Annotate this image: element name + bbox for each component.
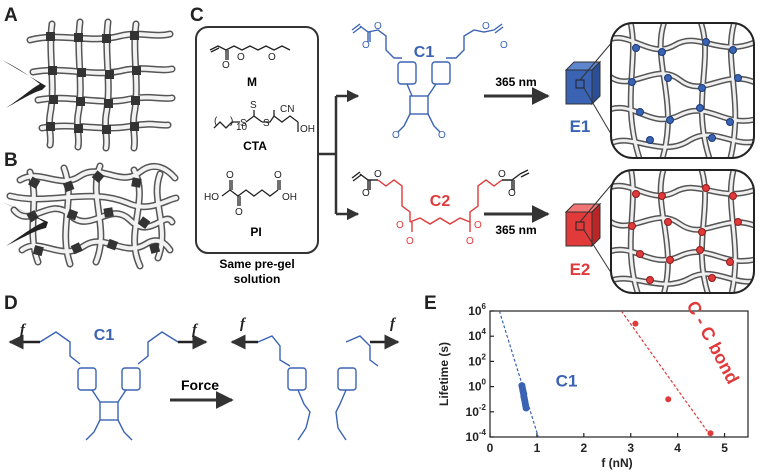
panel-d-c1-intact bbox=[39, 331, 179, 441]
x-tick-label: 1 bbox=[534, 441, 541, 455]
pi-o3: O bbox=[274, 170, 282, 181]
crosslinker-c2-label: C2 bbox=[430, 193, 451, 210]
y-tick-label: 100 bbox=[468, 378, 486, 394]
network-zoom-e2 bbox=[610, 169, 755, 294]
pi-o1: O bbox=[226, 170, 234, 181]
c2-o-left2: O bbox=[374, 169, 382, 180]
pi-o2: O bbox=[235, 207, 243, 218]
y-tick-label: 106 bbox=[468, 302, 486, 318]
series-fit-line bbox=[498, 310, 539, 438]
series-data-point bbox=[522, 404, 530, 412]
pre-gel-caption-line1: Same pre-gel bbox=[219, 257, 294, 271]
elastomer-e2-cube bbox=[564, 171, 623, 291]
pi-oh-label: OH bbox=[282, 192, 297, 203]
chart-plot-frame bbox=[489, 310, 749, 438]
cta-cn-label: CN bbox=[280, 104, 294, 115]
panel-d-products bbox=[257, 335, 379, 441]
panel-b-tangled-network bbox=[2, 162, 180, 270]
y-tick-label: 102 bbox=[468, 352, 486, 368]
cta-chain-s: S bbox=[240, 118, 247, 129]
c2-o-left: O bbox=[362, 188, 370, 199]
molecule-cta-structure bbox=[213, 110, 299, 132]
panel-a-regular-network bbox=[2, 18, 176, 152]
reagent-cta-label: CTA bbox=[243, 139, 267, 153]
c1-o-left: O bbox=[362, 40, 370, 51]
force-symbol-left-2: f bbox=[240, 316, 247, 332]
y-tick-label: 10-4 bbox=[466, 428, 487, 444]
cta-thione-s: S bbox=[250, 100, 257, 111]
x-tick-label: 5 bbox=[721, 441, 728, 455]
molecule-c1-structure bbox=[351, 23, 504, 133]
cta-subscript: 10 bbox=[236, 122, 248, 133]
series-fit-line bbox=[620, 310, 712, 438]
y-tick-label: 10-2 bbox=[466, 403, 487, 419]
x-tick-label: 2 bbox=[580, 441, 587, 455]
force-arrow-label: Force bbox=[181, 377, 219, 393]
lifetime-vs-force-chart: Lifetime (s) f (nN) 0 1 2 3 4 5 10-4 10-2 100 102… bbox=[437, 297, 749, 470]
pre-gel-solution-box bbox=[195, 26, 319, 254]
force-symbol-right-2: f bbox=[390, 316, 397, 332]
force-symbol-right: f bbox=[192, 322, 199, 338]
atom-label-o1: O bbox=[222, 60, 230, 71]
elastomer-e2-label: E2 bbox=[570, 260, 591, 279]
uv-label-top: 365 nm bbox=[495, 75, 536, 89]
crosslinker-c1-label: C1 bbox=[414, 44, 435, 61]
reagent-pi-label: PI bbox=[250, 225, 261, 239]
c2-o-right2: O bbox=[508, 188, 516, 199]
cta-bracket-open: ( bbox=[214, 116, 218, 127]
molecule-pi-structure bbox=[221, 180, 281, 206]
y-tick-label: 104 bbox=[468, 327, 486, 343]
elastomer-e1-label: E1 bbox=[570, 117, 591, 136]
panel-label-b: B bbox=[4, 150, 18, 171]
series-data-point bbox=[707, 430, 714, 437]
pi-ho-label: HO bbox=[204, 192, 219, 203]
cta-oh-label: OH bbox=[300, 124, 315, 135]
x-tick-label: 4 bbox=[674, 441, 681, 455]
branch-arrows bbox=[318, 89, 360, 221]
panel-label-e: E bbox=[424, 293, 437, 314]
network-zoom-e1 bbox=[610, 22, 755, 159]
panel-label-a: A bbox=[4, 5, 18, 26]
c2-o-chain4: O bbox=[474, 220, 482, 231]
c2-o-right: O bbox=[498, 169, 506, 180]
series-data-point bbox=[632, 320, 639, 327]
uv-label-bottom: 365 nm bbox=[495, 223, 536, 237]
cta-bracket-close: ) bbox=[230, 116, 233, 127]
chart-y-axis-label: Lifetime (s) bbox=[437, 342, 451, 406]
c1-o-right: O bbox=[482, 21, 490, 32]
reagent-m-label: M bbox=[247, 75, 257, 89]
pre-gel-caption-line2: solution bbox=[234, 272, 281, 286]
c2-o-chain3: O bbox=[466, 236, 474, 247]
series-label-c1: C1 bbox=[556, 372, 578, 391]
elastomer-e1-cube bbox=[564, 27, 625, 157]
c1-o-bottom-right: O bbox=[438, 130, 446, 141]
panel-label-c: C bbox=[190, 5, 204, 26]
molecule-c2-structure bbox=[351, 169, 530, 232]
atom-label-o2: O bbox=[237, 52, 245, 63]
force-symbol-left: f bbox=[20, 322, 27, 338]
molecule-m-structure bbox=[209, 45, 291, 60]
x-tick-label: 3 bbox=[627, 441, 634, 455]
cta-bridge-s: S bbox=[263, 118, 270, 129]
c2-o-chain2: O bbox=[406, 236, 414, 247]
c1-o-bottom-left: O bbox=[392, 130, 400, 141]
c2-o-chain1: O bbox=[396, 220, 404, 231]
x-tick-label: 0 bbox=[487, 441, 494, 455]
series-data-point bbox=[665, 396, 672, 403]
panel-label-d: D bbox=[4, 293, 18, 314]
chart-x-axis-label: f (nN) bbox=[601, 456, 632, 470]
c1-o-right2: O bbox=[500, 40, 508, 51]
c1-o-left2: O bbox=[374, 21, 382, 32]
atom-label-o3: O bbox=[268, 52, 276, 63]
panel-d-c1-label: C1 bbox=[94, 327, 115, 344]
